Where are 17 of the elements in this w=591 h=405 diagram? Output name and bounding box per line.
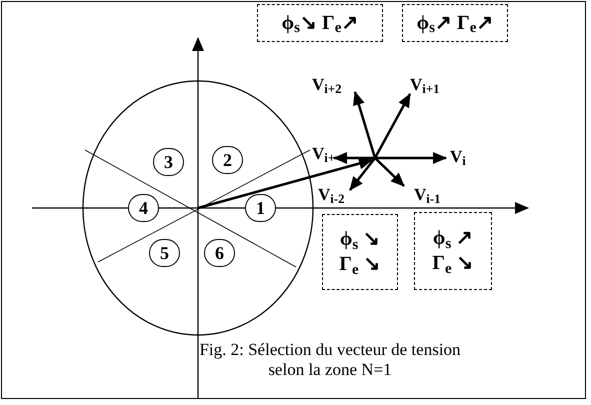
vector-label: V$_{i+2}$ [312,76,342,93]
vector-label: V$_{i-2}$ [318,186,344,203]
state-text: ϕ$_{s}$ ↗ [432,226,474,251]
state-box [402,4,508,42]
state-box [322,214,398,290]
state-text: ϕ$_{s}$ ↘ [340,227,380,252]
state-box [414,212,492,290]
vector-label: V$_{i}$ [450,148,466,165]
state-text: Γ$_{e}$ ↘ [432,251,474,276]
state-text: Γ$_{e}$ ↘ [339,252,381,277]
state-text: ϕ$_{s}$↗ Γ$_{e}$↗ [416,10,494,36]
state-box [257,4,383,42]
vector-label: V$_{i-1}$ [414,186,440,203]
caption: Fig. 2: Sélection du vecteur de tension selon la zone N=1 [198,340,462,380]
state-text: ϕ$_{s}$↘ Γ$_{e}$↗ [282,10,358,36]
vector-label: V$_{i+}$ [312,145,336,162]
vector-label: V$_{i+1}$ [410,76,440,93]
